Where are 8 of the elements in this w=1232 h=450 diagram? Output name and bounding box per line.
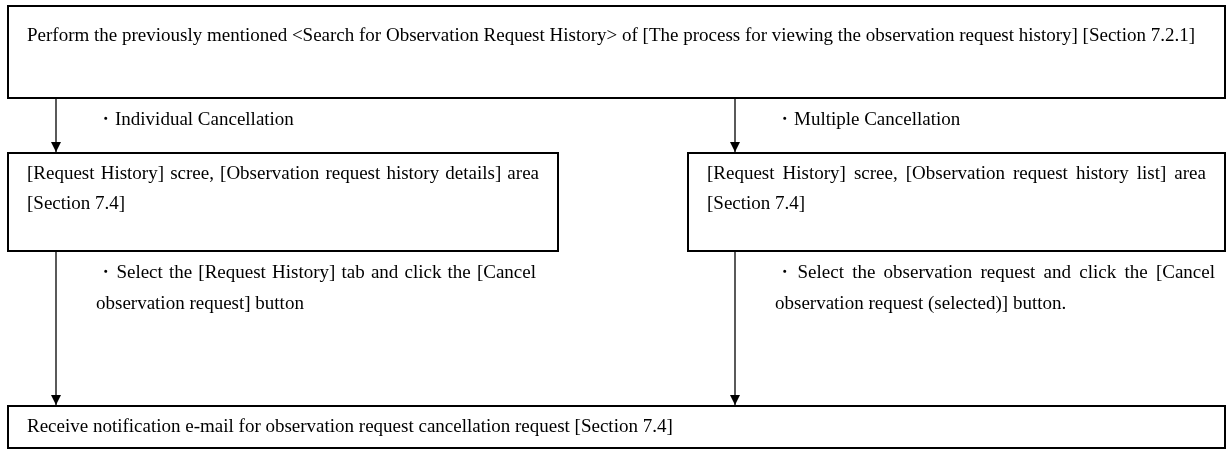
- process-box: Perform the previously mentioned <Search for Observation Request History> of [The process for viewing the observation request history] [Section 7.2.1]: [7, 5, 1226, 99]
- arrow: [50, 98, 62, 153]
- arrow: [50, 251, 62, 406]
- arrow: [729, 251, 741, 406]
- process-box: [Request History] scree, [Observation request history list] area [Section 7.4]: [687, 152, 1226, 252]
- process-box: Receive notification e-mail for observation request cancellation request [Section 7.4]: [7, 405, 1226, 449]
- process-box: [Request History] scree, [Observation request history details] area [Section 7.4]: [7, 152, 559, 252]
- arrow: [729, 98, 741, 153]
